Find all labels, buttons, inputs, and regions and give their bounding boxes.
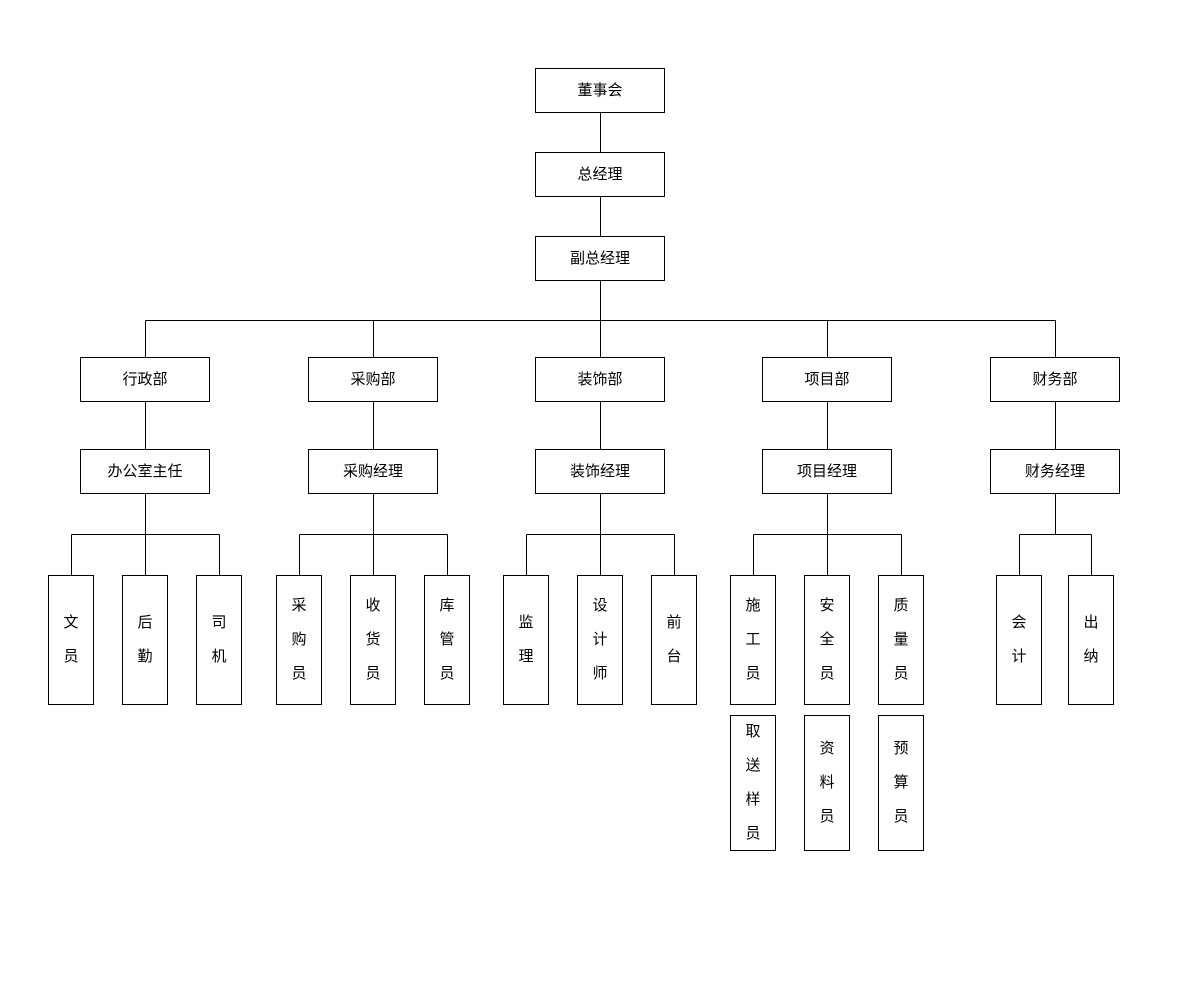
node-label: 会计 [1011, 614, 1027, 665]
node-label: 前台 [666, 614, 682, 665]
node-label: 收货员 [365, 597, 381, 682]
node-label: 设计师 [592, 597, 608, 682]
node-label: 施工员 [745, 597, 761, 682]
node-label: 出纳 [1083, 614, 1099, 665]
node-staff-cashier: 出纳 [1068, 575, 1114, 705]
node-staff-logistics: 后勤 [122, 575, 168, 705]
node-label: 监理 [518, 614, 534, 665]
node-label: 财务经理 [1024, 463, 1085, 480]
node-label: 项目经理 [796, 463, 857, 480]
node-staff-driver: 司机 [196, 575, 242, 705]
node-finance-manager: 财务经理 [990, 449, 1120, 494]
node-office-director: 办公室主任 [80, 449, 210, 494]
node-dept-project: 项目部 [762, 357, 892, 402]
node-decoration-manager: 装饰经理 [535, 449, 665, 494]
node-label: 后勤 [137, 614, 153, 665]
node-label: 行政部 [122, 371, 168, 388]
node-label: 文员 [63, 614, 79, 665]
node-staff-construction-worker: 施工员 [730, 575, 776, 705]
node-staff-quality-officer: 质量员 [878, 575, 924, 705]
node-label: 预算员 [893, 740, 909, 825]
node-label: 采购经理 [342, 463, 403, 480]
node-staff-supervisor: 监理 [503, 575, 549, 705]
node-deputy-general-manager: 副总经理 [535, 236, 665, 281]
node-label: 安全员 [819, 597, 835, 682]
node-label: 采购部 [350, 371, 396, 388]
node-staff-sample-courier: 取送样员 [730, 715, 776, 851]
node-staff-warehouse-keeper: 库管员 [424, 575, 470, 705]
node-label: 财务部 [1032, 371, 1078, 388]
node-dept-finance: 财务部 [990, 357, 1120, 402]
node-staff-budget-officer: 预算员 [878, 715, 924, 851]
node-procurement-manager: 采购经理 [308, 449, 438, 494]
node-label: 副总经理 [569, 250, 630, 267]
node-label: 取送样员 [745, 723, 761, 842]
node-label: 董事会 [577, 82, 623, 99]
node-label: 办公室主任 [107, 463, 183, 480]
node-staff-designer: 设计师 [577, 575, 623, 705]
node-label: 质量员 [893, 597, 909, 682]
node-label: 资料员 [819, 740, 835, 825]
node-staff-buyer: 采购员 [276, 575, 322, 705]
node-label: 装饰经理 [569, 463, 630, 480]
node-label: 项目部 [804, 371, 850, 388]
node-project-manager: 项目经理 [762, 449, 892, 494]
node-staff-document-clerk: 资料员 [804, 715, 850, 851]
node-staff-accountant: 会计 [996, 575, 1042, 705]
node-general-manager: 总经理 [535, 152, 665, 197]
node-label: 库管员 [439, 597, 455, 682]
node-board-of-directors: 董事会 [535, 68, 665, 113]
node-label: 装饰部 [577, 371, 623, 388]
node-dept-administration: 行政部 [80, 357, 210, 402]
node-staff-safety-officer: 安全员 [804, 575, 850, 705]
node-label: 总经理 [577, 166, 623, 183]
node-dept-decoration: 装饰部 [535, 357, 665, 402]
node-label: 司机 [211, 614, 227, 665]
node-dept-procurement: 采购部 [308, 357, 438, 402]
node-staff-goods-receiver: 收货员 [350, 575, 396, 705]
node-label: 采购员 [291, 597, 307, 682]
node-staff-clerk: 文员 [48, 575, 94, 705]
node-staff-receptionist: 前台 [651, 575, 697, 705]
